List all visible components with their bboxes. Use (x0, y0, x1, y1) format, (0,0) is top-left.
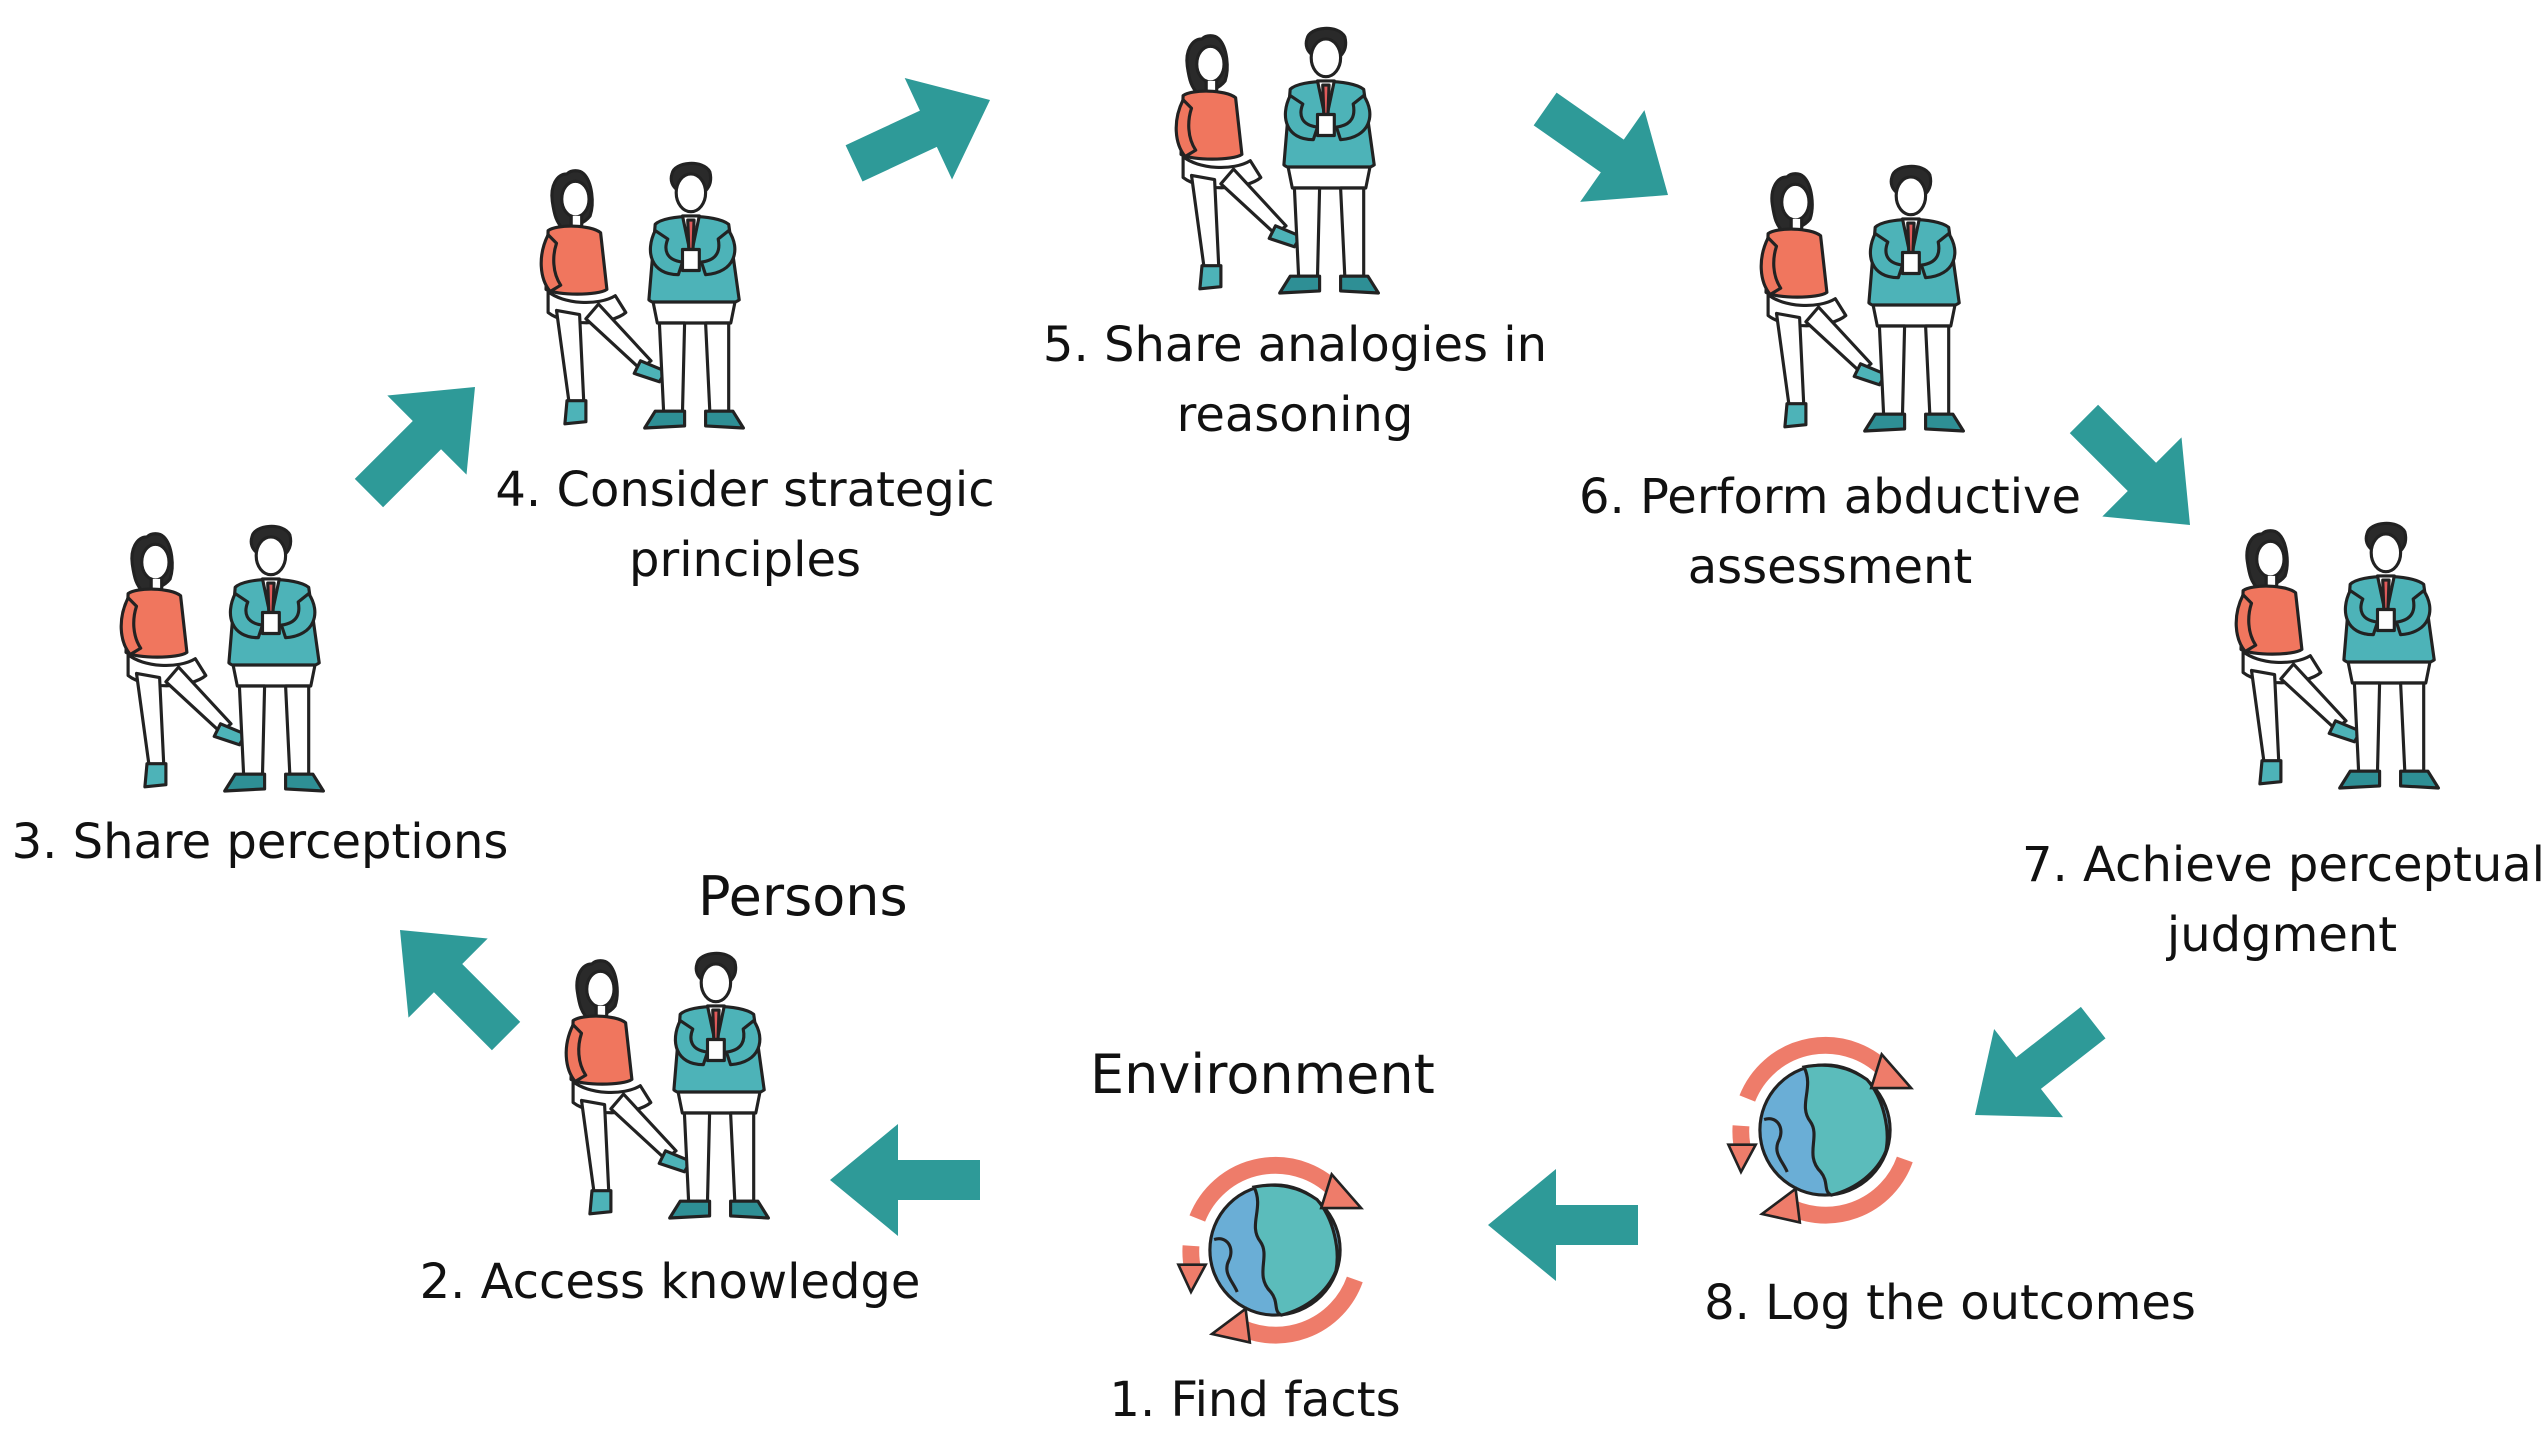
persons-icon-step-6 (1759, 164, 1965, 433)
step-2-label: 2. Access knowledge (400, 1247, 940, 1317)
arrow-7-to-8 (1940, 978, 2128, 1160)
step-2-text: 2. Access knowledge (419, 1254, 921, 1310)
step-5-text-line-2: reasoning (1176, 387, 1414, 443)
arrow-3-to-4 (329, 347, 515, 533)
step-5-label: 5. Share analogies in reasoning (1040, 310, 1550, 450)
step-4-text-line-1: 4. Consider strategic (495, 462, 995, 518)
step-4-text-line-2: principles (628, 532, 862, 588)
step-3-text: 3. Share perceptions (11, 814, 509, 870)
step-6-text-line-1: 6. Perform abductive (1579, 469, 2081, 525)
step-8-text: 8. Log the outcomes (1704, 1275, 2196, 1331)
step-6-text-line-2: assessment (1687, 539, 1973, 595)
arrow-2-to-3 (360, 890, 546, 1076)
step-7-text-line-2: judgment (2166, 907, 2398, 963)
step-5-text-line-1: 5. Share analogies in (1042, 317, 1548, 373)
arrow-5-to-6 (1513, 63, 1701, 241)
step-7-label: 7. Achieve perceptual judgment (2022, 830, 2542, 970)
persons-icon-step-2 (564, 951, 770, 1220)
step-4-label: 4. Consider strategic principles (490, 455, 1000, 595)
persons-icon-step-7 (2234, 521, 2440, 790)
step-6-label: 6. Perform abductive assessment (1575, 462, 2085, 602)
step-8-label: 8. Log the outcomes (1700, 1268, 2200, 1338)
step-1-label: 1. Find facts (1055, 1365, 1455, 1435)
persons-icon-step-4 (539, 161, 745, 430)
persons-icon-step-5 (1174, 26, 1380, 295)
globe-cycle-icon-step-1 (1178, 1165, 1361, 1342)
step-3-label: 3. Share perceptions (5, 807, 515, 877)
arrow-1-to-2 (830, 1124, 980, 1236)
step-7-text-line-1: 7. Achieve perceptual (2022, 837, 2542, 893)
globe-cycle-icon-step-8 (1728, 1045, 1911, 1222)
persons-heading: Persons (698, 865, 908, 928)
environment-heading: Environment (1090, 1043, 1435, 1106)
arrow-8-to-1 (1488, 1169, 1638, 1281)
step-1-text: 1. Find facts (1109, 1372, 1401, 1428)
arrow-4-to-5 (830, 49, 1014, 215)
persons-icon-step-3 (119, 524, 325, 793)
